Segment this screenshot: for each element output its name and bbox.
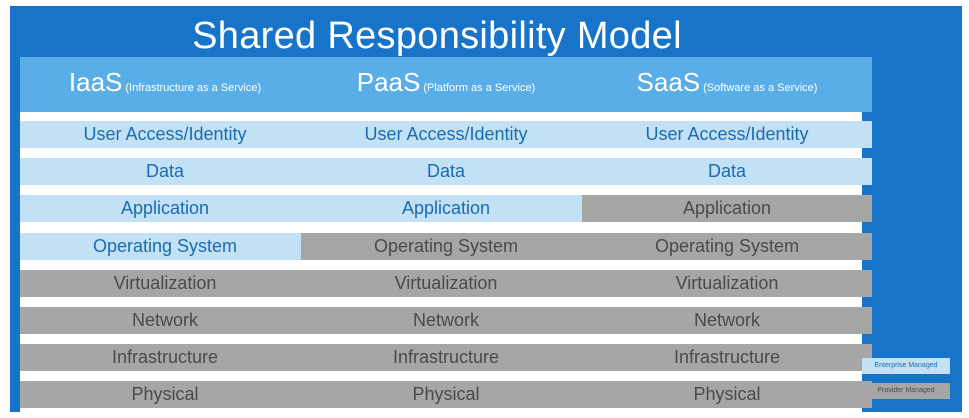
- responsibility-panel: IaaS(Infrastructure as a Service) User A…: [20, 57, 872, 412]
- column-header-saas: SaaS(Software as a Service): [582, 57, 872, 112]
- column-full-name-iaas: (Infrastructure as a Service): [125, 82, 262, 94]
- layer-cell: Operating System: [301, 233, 591, 260]
- layer-cell: Data: [20, 158, 310, 185]
- layer-cell: Infrastructure: [20, 344, 310, 371]
- layer-cell: Network: [20, 307, 310, 334]
- column-iaas: IaaS(Infrastructure as a Service) User A…: [20, 57, 310, 412]
- legend-enterprise-managed: Enterprise Managed: [862, 358, 950, 374]
- layer-cell: Virtualization: [301, 270, 591, 297]
- layer-cell: Application: [582, 195, 872, 222]
- layer-cell: Data: [582, 158, 872, 185]
- layer-cell: Infrastructure: [582, 344, 872, 371]
- column-abbr-iaas: IaaS: [68, 67, 123, 97]
- layer-cell: Physical: [20, 381, 310, 408]
- column-full-name-paas: (Platform as a Service): [423, 82, 536, 94]
- layer-cell: User Access/Identity: [582, 121, 872, 148]
- layer-cell: Data: [301, 158, 591, 185]
- diagram-frame: Shared Responsibility Model IaaS(Infrast…: [10, 6, 962, 412]
- column-paas: PaaS(Platform as a Service) User Access/…: [301, 57, 591, 412]
- column-full-name-saas: (Software as a Service): [703, 82, 818, 94]
- layer-cell: User Access/Identity: [20, 121, 310, 148]
- layer-cell: Physical: [582, 381, 872, 408]
- legend-provider-managed: Provider Managed: [862, 383, 950, 399]
- layer-cell: Application: [301, 195, 591, 222]
- layer-cell: User Access/Identity: [301, 121, 591, 148]
- column-header-iaas: IaaS(Infrastructure as a Service): [20, 57, 310, 112]
- layer-cell: Network: [301, 307, 591, 334]
- layer-cell: Application: [20, 195, 310, 222]
- layer-cell: Virtualization: [582, 270, 872, 297]
- layer-cell: Physical: [301, 381, 591, 408]
- column-header-paas: PaaS(Platform as a Service): [301, 57, 591, 112]
- column-abbr-paas: PaaS: [356, 67, 421, 97]
- layer-cell: Virtualization: [20, 270, 310, 297]
- layer-cell: Network: [582, 307, 872, 334]
- column-abbr-saas: SaaS: [636, 67, 701, 97]
- layer-cell: Operating System: [20, 233, 310, 260]
- layer-cell: Infrastructure: [301, 344, 591, 371]
- layer-cell: Operating System: [582, 233, 872, 260]
- diagram-title: Shared Responsibility Model: [192, 15, 682, 57]
- column-saas: SaaS(Software as a Service) User Access/…: [582, 57, 872, 412]
